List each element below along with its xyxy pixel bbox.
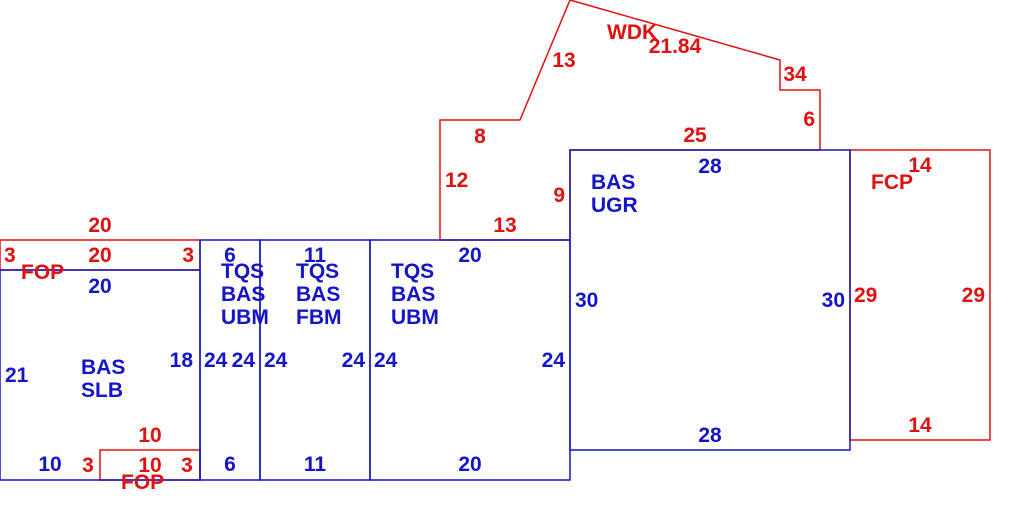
area-label-fop-top: FOP xyxy=(21,261,64,284)
area-label-ubm1: TQS xyxy=(221,260,264,283)
dimension-label: 3 xyxy=(4,244,16,267)
dimension-label: 29 xyxy=(962,284,985,307)
dimension-label: 21 xyxy=(5,364,29,387)
dimension-label: 28 xyxy=(698,155,722,178)
area-label-ubm2: BAS xyxy=(391,283,435,306)
dimension-label: 6 xyxy=(224,244,236,267)
dimension-label: 24 xyxy=(542,349,566,372)
dimension-label: 10 xyxy=(138,424,161,447)
dimension-label: 20 xyxy=(458,453,481,476)
dimension-label: 25 xyxy=(683,124,707,147)
dimension-label: 28 xyxy=(698,424,722,447)
dimension-label: 14 xyxy=(908,154,932,177)
area-label-ugr: UGR xyxy=(591,194,638,217)
area-label-ubm1: BAS xyxy=(221,283,265,306)
dimension-label: 14 xyxy=(908,414,932,437)
ugr-outline xyxy=(569,149,851,451)
dimension-label: 11 xyxy=(304,244,327,267)
dimension-label: 10 xyxy=(138,454,161,477)
dimension-label: 6 xyxy=(803,108,815,131)
area-label-slb: BAS xyxy=(81,356,125,379)
dimension-label: 10 xyxy=(38,453,61,476)
dimension-label: 9 xyxy=(553,184,565,207)
dimension-label: 12 xyxy=(445,169,468,192)
dimension-label: 20 xyxy=(88,244,111,267)
dimension-label: 21.84 xyxy=(649,35,702,58)
dimension-label: 30 xyxy=(822,289,845,312)
dimension-label: 20 xyxy=(458,244,481,267)
area-label-ubm2: UBM xyxy=(391,306,439,329)
area-label-fbm: BAS xyxy=(296,283,340,306)
area-label-fbm: TQS xyxy=(296,260,339,283)
area-label-slb: SLB xyxy=(81,379,123,402)
area-label-wdk: WDK xyxy=(607,21,657,44)
dimension-label: 20 xyxy=(88,214,111,237)
dimension-label: 34 xyxy=(783,63,807,86)
dimension-label: 3 xyxy=(181,454,193,477)
dimension-label: 29 xyxy=(854,284,877,307)
dimension-label: 18 xyxy=(170,349,194,372)
dimension-label: 8 xyxy=(474,125,486,148)
dimension-label: 11 xyxy=(304,453,327,476)
dimension-label: 24 xyxy=(232,349,256,372)
dimension-label: 30 xyxy=(575,289,598,312)
dimension-label: 3 xyxy=(182,244,194,267)
area-label-ubm1: UBM xyxy=(221,306,269,329)
area-label-ugr: BAS xyxy=(591,171,635,194)
area-label-fbm: FBM xyxy=(296,306,342,329)
dimension-label: 13 xyxy=(552,49,575,72)
dimension-label: 24 xyxy=(342,349,366,372)
area-label-ubm2: TQS xyxy=(391,260,434,283)
area-label-fop-bottom: FOP xyxy=(121,471,164,494)
area-label-fcp: FCP xyxy=(871,171,913,194)
dimension-label: 20 xyxy=(88,275,111,298)
dimension-label: 24 xyxy=(264,349,288,372)
dimension-label: 3 xyxy=(82,454,94,477)
dimension-label: 6 xyxy=(224,453,236,476)
dimension-label: 24 xyxy=(204,349,228,372)
dimension-label: 24 xyxy=(374,349,398,372)
dimension-label: 13 xyxy=(493,214,516,237)
